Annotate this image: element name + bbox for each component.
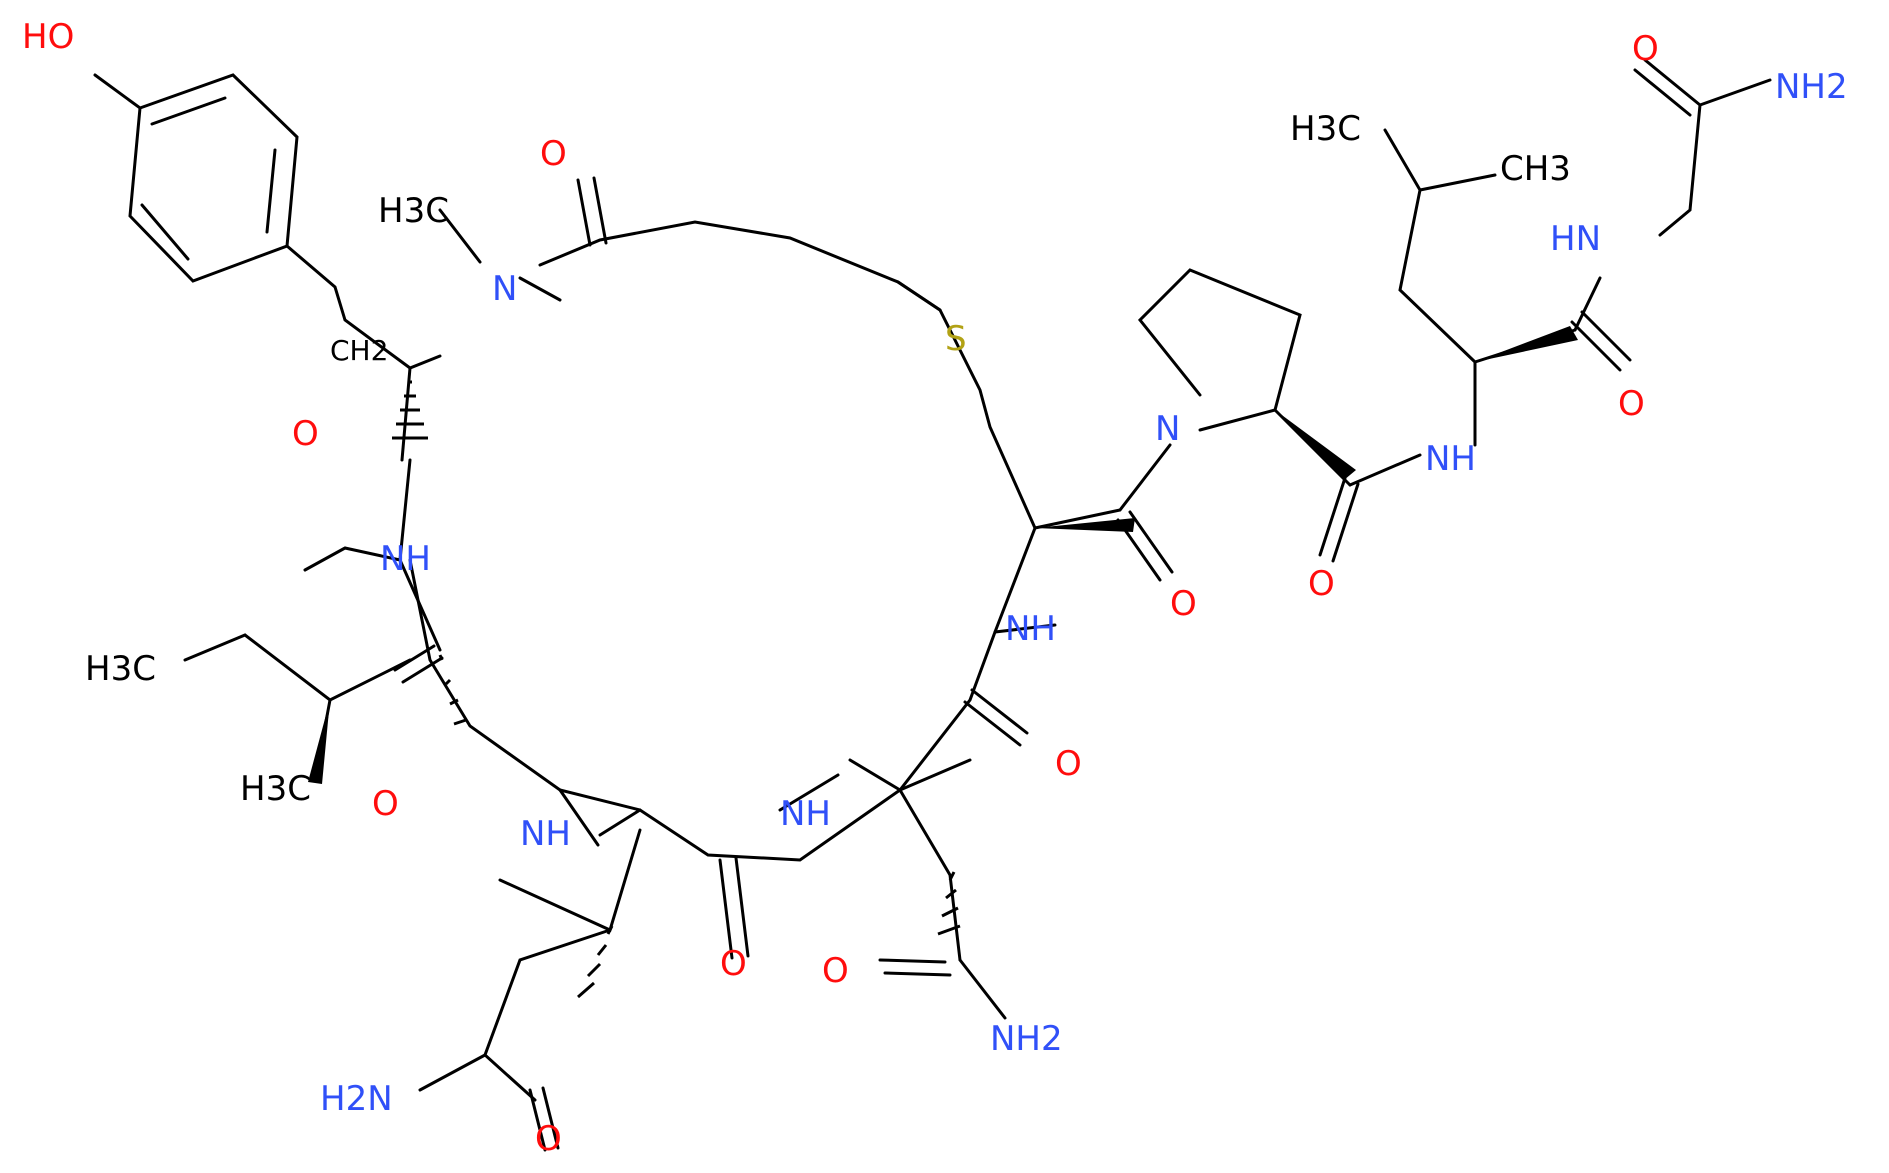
- n-methyl-label: H3C: [378, 191, 449, 231]
- oxygen-label-leu: O: [1618, 384, 1645, 424]
- nh-label-leu: NH: [1425, 439, 1476, 479]
- ile-ch3-label-bottom: H3C: [240, 769, 311, 809]
- nitrogen-label-pro: N: [1155, 409, 1180, 449]
- leu-ch3-label-right: CH3: [1500, 149, 1571, 189]
- oxygen-label-top: O: [540, 134, 567, 174]
- oxygen-label-gln-side: O: [535, 1119, 562, 1159]
- amide-nh2-label-asn: NH2: [990, 1019, 1063, 1059]
- oxygen-label-cys: O: [1170, 584, 1197, 624]
- amide-nh2-label-gly: NH2: [1775, 67, 1848, 107]
- oxygen-label-tyr: O: [292, 414, 319, 454]
- nh-label-cys: NH: [1005, 609, 1056, 649]
- stereo-wedges: [308, 326, 1578, 784]
- nh-label-asn: NH: [780, 794, 831, 834]
- atom-labels: HO CH2 H3C N O O NH H3C H3C O NH O NH O …: [22, 17, 1848, 1159]
- oxygen-label-ile: O: [372, 784, 399, 824]
- nitrogen-nme-label: N: [492, 269, 517, 309]
- oxygen-label-gln-backbone: O: [720, 944, 747, 984]
- nh-label-ile: NH: [380, 539, 431, 579]
- oxygen-label-gly: O: [1632, 29, 1659, 69]
- leu-ch3-label-left: H3C: [1290, 109, 1361, 149]
- sulfur-label: S: [945, 319, 967, 359]
- oxygen-label-asn-backbone: O: [1055, 744, 1082, 784]
- ile-ch3-label-top: H3C: [85, 649, 156, 689]
- nh-label-gln: NH: [520, 814, 571, 854]
- oxygen-label-asn-side: O: [822, 951, 849, 991]
- hydroxyl-label: HO: [22, 17, 74, 57]
- hn-label-gly: HN: [1550, 219, 1601, 259]
- amide-h2n-label-gln: H2N: [320, 1079, 393, 1119]
- oxygen-label-pro: O: [1308, 564, 1335, 604]
- methylene-label: CH2: [330, 334, 388, 367]
- stereo-hashes: [392, 380, 961, 999]
